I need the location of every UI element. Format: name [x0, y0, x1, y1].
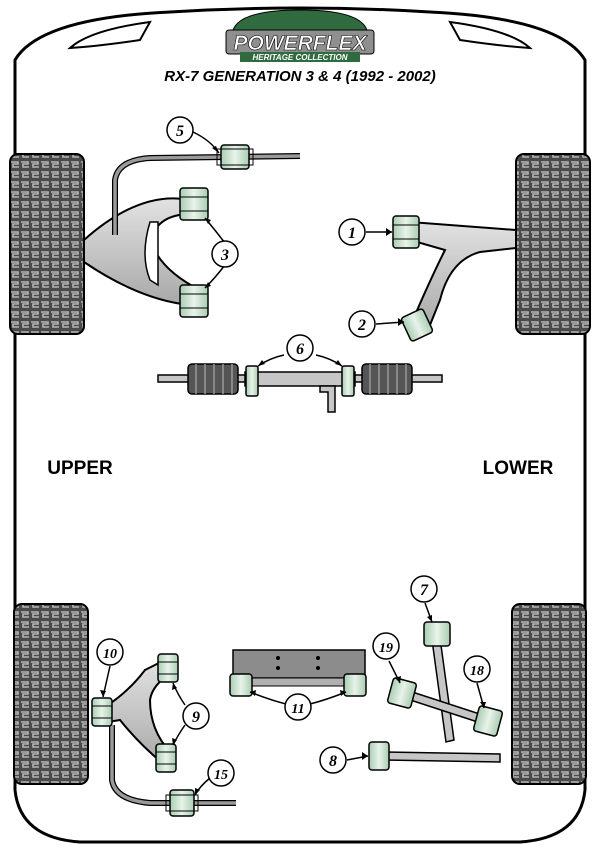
bushing-1[interactable] — [392, 215, 420, 249]
logo-brand-text: POWERFLEX — [233, 32, 368, 55]
callout-7-number: 7 — [420, 582, 429, 599]
callout-6-number: 6 — [296, 341, 304, 358]
upper-section-label: UPPER — [47, 458, 113, 479]
bushing-9-lower[interactable] — [155, 743, 177, 773]
bushing-11-right[interactable] — [343, 673, 367, 697]
bushing-6-right[interactable] — [341, 365, 355, 397]
front-right-tyre — [515, 153, 591, 335]
bushing-5[interactable] — [216, 144, 254, 170]
rear-subframe — [232, 649, 366, 687]
bushing-9-upper[interactable] — [157, 653, 179, 683]
callout-15-number: 15 — [214, 768, 228, 783]
bushing-11-left[interactable] — [229, 673, 253, 697]
callout-9: 9 — [182, 702, 210, 730]
bushing-10[interactable] — [91, 697, 113, 727]
callout-10-number: 10 — [103, 647, 117, 662]
powerflex-logo: POWERFLEX HERITAGE COLLECTION — [225, 9, 375, 62]
callout-8-number: 8 — [329, 753, 337, 770]
rear-right-tyre — [511, 603, 587, 785]
callout-3: 3 — [211, 240, 239, 268]
callout-3-number: 3 — [220, 247, 229, 264]
front-lower-arm — [409, 220, 517, 332]
callout-7: 7 — [410, 575, 438, 603]
callout-18-number: 18 — [470, 664, 484, 679]
logo-tagline-text: HERITAGE COLLECTION — [253, 53, 348, 62]
front-upper-arm-opening — [144, 221, 159, 287]
rack-gaiter-left — [187, 363, 239, 395]
bushing-18[interactable] — [472, 705, 504, 737]
callout-18: 18 — [463, 655, 491, 683]
bushing-3-lower[interactable] — [179, 284, 209, 318]
callout-19-number: 19 — [379, 641, 393, 656]
callout-6: 6 — [286, 334, 314, 362]
callout-15: 15 — [207, 759, 235, 787]
bushing-15[interactable] — [165, 789, 199, 817]
rear-lateral-link — [384, 751, 501, 763]
bushing-7[interactable] — [423, 621, 451, 647]
callout-9-number: 9 — [192, 709, 200, 726]
right-wing-shape — [448, 20, 533, 50]
callout-11: 11 — [284, 693, 312, 721]
bushing-3-upper[interactable] — [179, 187, 209, 221]
bushing-2[interactable] — [400, 308, 434, 342]
callout-5: 5 — [166, 116, 194, 144]
callout-5-number: 5 — [176, 123, 184, 140]
rear-upper-arm — [107, 658, 174, 768]
callout-1: 1 — [338, 218, 366, 246]
callout-19: 19 — [372, 632, 400, 660]
lower-section-label: LOWER — [483, 458, 554, 479]
callout-11-number: 11 — [291, 702, 304, 717]
callout-2-number: 2 — [357, 317, 366, 334]
front-left-tyre — [9, 153, 85, 335]
callout-10: 10 — [96, 638, 124, 666]
rack-gaiter-right — [361, 363, 413, 395]
page-title: RX-7 GENERATION 3 & 4 (1992 - 2002) — [164, 68, 435, 85]
left-wing-shape — [67, 20, 152, 50]
callout-8: 8 — [319, 746, 347, 774]
callout-arrowheads — [100, 146, 486, 795]
steering-rack — [157, 363, 443, 413]
car-body-outline — [13, 6, 587, 844]
bushing-19[interactable] — [386, 677, 418, 709]
bushing-8[interactable] — [368, 741, 390, 771]
bushing-6-left[interactable] — [245, 365, 259, 397]
callout-2: 2 — [348, 310, 376, 338]
rear-left-tyre — [13, 603, 89, 785]
rear-trailing-link — [431, 637, 455, 743]
callout-1-number: 1 — [348, 225, 356, 242]
